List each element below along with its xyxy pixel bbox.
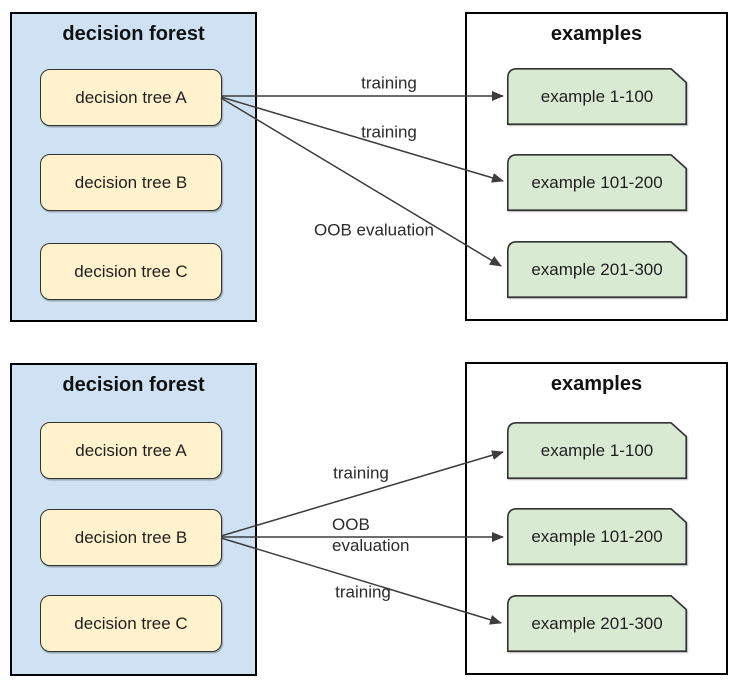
card-shape [507,154,687,211]
node-label: decision tree C [74,613,188,633]
edge-label-training: training [335,582,391,602]
node-label: decision tree B [74,527,188,547]
examples-title: examples [550,373,643,395]
node-label: example 101-200 [531,172,663,192]
node-example-101-200: example 101-200 [507,154,687,211]
node-label: decision tree C [74,261,188,281]
node-example-201-300: example 201-300 [507,241,687,298]
node-label: example 101-200 [531,526,663,546]
edge-label-training: training [333,463,389,483]
node-label: decision tree B [74,172,188,192]
forest-title: decision forest [62,23,205,45]
card-shape [507,422,687,479]
node-example-1-100: example 1-100 [507,68,687,125]
node-label: example 201-300 [531,259,663,279]
node-label: example 1-100 [540,86,654,106]
node-decision-tree-c: decision tree C [40,243,222,300]
node-decision-tree-c: decision tree C [40,595,222,652]
edge-label-oob-evaluation: OOB evaluation [313,220,435,240]
card-shape [507,508,687,565]
node-label: example 201-300 [531,613,663,633]
forest-title: decision forest [62,374,205,396]
node-example-101-200: example 101-200 [507,508,687,565]
node-decision-tree-a: decision tree A [40,69,222,126]
node-example-201-300: example 201-300 [507,595,687,652]
node-decision-tree-b: decision tree B [40,154,222,211]
edge-label-training: training [361,122,417,142]
node-example-1-100: example 1-100 [507,422,687,479]
card-shape [507,595,687,652]
node-label: decision tree A [75,440,187,460]
node-label: decision tree A [75,87,187,107]
card-shape [507,68,687,125]
node-decision-tree-a: decision tree A [40,422,222,479]
node-decision-tree-b: decision tree B [40,509,222,566]
edge-label-training: training [361,73,417,93]
card-shape [507,241,687,298]
node-label: example 1-100 [540,440,654,460]
examples-title: examples [550,23,643,45]
edge-label-oob-evaluation: OOB evaluation [332,515,410,555]
